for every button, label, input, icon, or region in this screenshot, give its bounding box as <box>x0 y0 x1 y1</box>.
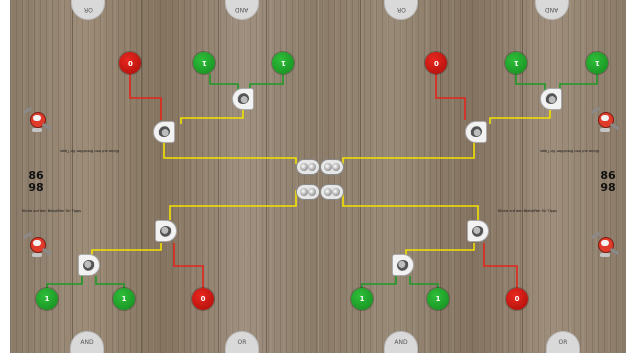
gate-tab-label: OR <box>238 339 247 346</box>
wire-green-top-right-b <box>560 74 597 90</box>
output-bulb-icon <box>296 159 320 175</box>
gate-led <box>237 93 249 104</box>
input-value: 1 <box>202 59 207 67</box>
input-toggle-top-right-green-b[interactable]: 1 <box>586 52 608 74</box>
wire-green-bottom-left-a <box>47 276 82 288</box>
gate-tab-label: OR <box>559 339 568 346</box>
wire-yellow-top-left-out <box>164 143 296 164</box>
input-value: 0 <box>201 295 206 303</box>
gate-tab-label: AND <box>545 6 558 13</box>
robot-mascot-icon[interactable] <box>22 104 52 134</box>
wire-yellow-bottom-left-out <box>170 190 296 220</box>
wire-red-top-left <box>130 74 161 120</box>
gate-tab-label: OR <box>397 6 406 13</box>
input-toggle-bottom-left-red[interactable]: 0 <box>192 288 214 310</box>
gate-tab-label: OR <box>84 6 93 13</box>
score-value: 98 <box>26 182 46 193</box>
robot-mascot-icon[interactable] <box>22 229 52 259</box>
gate-led <box>545 93 557 104</box>
robot-mascot-icon[interactable] <box>590 104 620 134</box>
input-toggle-top-right-green-a[interactable]: 1 <box>505 52 527 74</box>
logic-gate-icon[interactable] <box>153 121 175 143</box>
wire-yellow-bottom-left-gate <box>92 243 161 256</box>
gate-led <box>158 126 170 137</box>
input-value: 1 <box>122 295 127 303</box>
input-toggle-bottom-left-green-a[interactable]: 1 <box>36 288 58 310</box>
output-bulb-icon <box>296 184 320 200</box>
input-value: 0 <box>515 295 520 303</box>
input-value: 1 <box>436 295 441 303</box>
hint-text: Klicke auf den Bleistifter für Tipps <box>540 149 599 153</box>
logic-gate-icon[interactable] <box>392 254 414 276</box>
wire-green-bottom-right-a <box>362 276 396 288</box>
gate-led <box>83 260 95 271</box>
wire-yellow-top-right-gate <box>490 110 550 124</box>
input-toggle-bottom-right-red[interactable]: 0 <box>506 288 528 310</box>
input-value: 1 <box>281 59 286 67</box>
gate-led <box>472 226 484 237</box>
wire-red-bottom-left <box>174 243 203 288</box>
wire-green-bottom-left-b <box>96 276 124 288</box>
logic-gate-icon[interactable] <box>232 88 254 110</box>
input-value: 0 <box>128 59 133 67</box>
hint-text: Klicke auf den Bleistifter für Tipps <box>498 209 557 213</box>
input-toggle-bottom-right-green-b[interactable]: 1 <box>427 288 449 310</box>
input-toggle-top-left-green-a[interactable]: 1 <box>193 52 215 74</box>
wire-red-top-right <box>436 74 465 120</box>
logic-gate-icon[interactable] <box>467 220 489 242</box>
wire-green-bottom-right-b <box>410 276 438 288</box>
wire-yellow-top-right-out <box>343 143 474 164</box>
wire-yellow-bottom-right-out <box>343 190 478 220</box>
gate-tab-label: AND <box>394 339 407 346</box>
input-toggle-top-right-red[interactable]: 0 <box>425 52 447 74</box>
gate-tab-label: AND <box>235 6 248 13</box>
output-bulb-icon <box>320 184 344 200</box>
logic-gate-icon[interactable] <box>465 121 487 143</box>
score-value: 86 <box>26 170 46 181</box>
robot-mascot-icon[interactable] <box>590 229 620 259</box>
wire-yellow-top-left-gate <box>181 110 243 124</box>
wire-green-top-right-a <box>516 74 545 90</box>
wire-red-bottom-right <box>484 243 517 288</box>
input-value: 1 <box>360 295 365 303</box>
gate-tab-label: AND <box>80 339 93 346</box>
output-bulb-icon <box>320 159 344 175</box>
input-toggle-top-left-red[interactable]: 0 <box>119 52 141 74</box>
input-value: 1 <box>595 59 600 67</box>
wire-green-top-left-a <box>210 74 238 90</box>
input-value: 1 <box>45 295 50 303</box>
hint-text: Klicke auf den Bleistifter für Tipps <box>60 149 119 153</box>
logic-gate-icon[interactable] <box>540 88 562 110</box>
wire-green-top-left-b <box>250 74 283 90</box>
input-value: 0 <box>434 59 439 67</box>
score-value: 86 <box>598 170 618 181</box>
gate-led <box>397 260 409 271</box>
gate-led <box>470 126 482 137</box>
input-value: 1 <box>514 59 519 67</box>
wire-yellow-bottom-right-gate <box>406 243 474 256</box>
input-toggle-bottom-right-green-a[interactable]: 1 <box>351 288 373 310</box>
logic-gate-icon[interactable] <box>155 220 177 242</box>
gate-led <box>160 226 172 237</box>
score-value: 98 <box>598 182 618 193</box>
hint-text: Klicke auf den Bleistifter für Tipps <box>22 209 81 213</box>
logic-gate-icon[interactable] <box>78 254 100 276</box>
input-toggle-bottom-left-green-b[interactable]: 1 <box>113 288 135 310</box>
input-toggle-top-left-green-b[interactable]: 1 <box>272 52 294 74</box>
